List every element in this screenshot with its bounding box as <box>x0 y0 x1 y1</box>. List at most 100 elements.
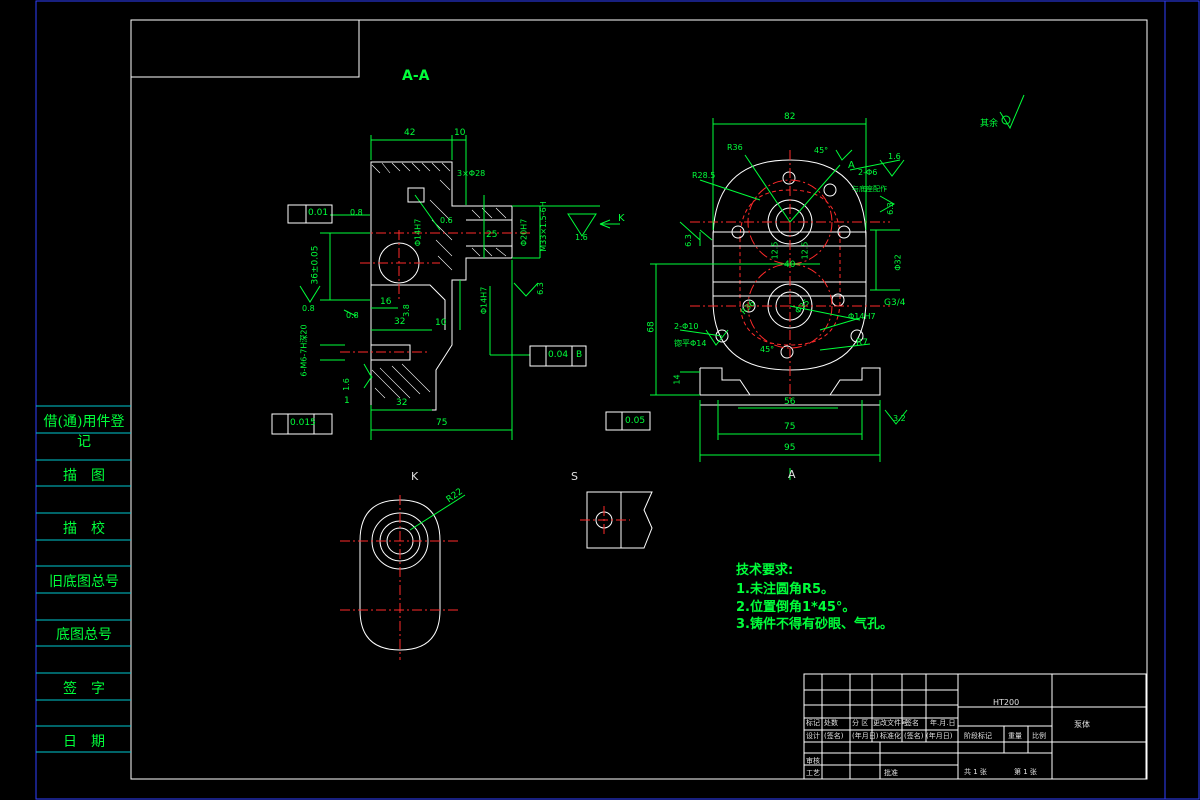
dim-56: 56 <box>784 397 796 407</box>
dim-75: 75 <box>436 418 448 428</box>
tb-standard: 标准化 <box>880 732 901 740</box>
tb-review: 审核 <box>806 757 820 765</box>
dim-10b: 10 <box>435 318 447 328</box>
dim-g3-4: G3/4 <box>884 298 906 308</box>
part-name: 泵体 <box>1074 720 1090 729</box>
dim-6-3a: 6.3 <box>885 202 895 215</box>
dim-14: 14 <box>672 374 682 385</box>
dim-32a: 32 <box>394 317 406 327</box>
note-match-drill: 与底座配作 <box>852 185 887 193</box>
tb-approve: 批准 <box>884 769 898 777</box>
view-a-label: A <box>788 468 796 481</box>
dim-32b: 32 <box>396 398 408 408</box>
dim-0-8b: 0.8 <box>302 304 315 313</box>
side-column <box>36 405 131 753</box>
tb-standard-date: (年月日) <box>926 732 953 740</box>
dim-45b: 45° <box>760 345 775 354</box>
dim-2-phi10: 2-Φ10 <box>674 322 699 331</box>
tb-design-date: (年月日) <box>852 732 879 740</box>
k-radius-leader <box>409 494 466 531</box>
view-s-label: S <box>571 470 578 483</box>
tb-stage: 阶段标记 <box>964 732 992 740</box>
dim-r36: R36 <box>727 143 743 152</box>
dim-12-5b: 12.5 <box>800 241 810 260</box>
tb-header-mark: 标记 <box>806 719 820 727</box>
gdt-frames <box>271 187 651 435</box>
dim-0-6: 0.6 <box>440 216 453 225</box>
dim-r28-5: R28.5 <box>692 171 716 180</box>
gdt-flatness: 0.01 <box>308 208 329 218</box>
tb-header-date: 年.月.日 <box>930 719 956 727</box>
gdt-parallel: 0.04 <box>548 350 569 360</box>
tb-sheets: 共 1 张 <box>964 768 987 776</box>
view-s-centerlines <box>580 506 630 534</box>
code-box <box>130 19 360 78</box>
dim-spotface: 锪平Φ14 <box>674 339 707 348</box>
sheet-border-blue <box>35 0 1200 800</box>
tech-req-title: 技术要求: <box>736 563 794 578</box>
gdt-perpendicular: 0.015 <box>290 418 316 428</box>
dim-75b: 75 <box>784 422 796 432</box>
gdt-cylindricity: 0.05 <box>625 416 646 426</box>
side-label-signature: 签 字 <box>63 681 105 697</box>
dim-1-6c: 1.6 <box>341 378 351 391</box>
dim-12-5a: 12.5 <box>770 241 780 260</box>
tb-weight: 重量 <box>1008 732 1022 740</box>
side-label-old-base-no: 旧底图总号 <box>49 574 119 590</box>
dim-68: 68 <box>646 321 657 333</box>
dim-bore-20: Φ20H7 <box>519 218 529 247</box>
tb-standard-sign: (签名) <box>904 732 924 740</box>
dim-6-3b: 6.3 <box>683 234 693 247</box>
tb-scale: 比例 <box>1032 732 1046 740</box>
title-block-lines <box>803 673 1147 780</box>
dim-45a: 45° <box>814 146 829 155</box>
dim-0-8c: 0.8 <box>346 311 359 320</box>
dim-1-6: 1.6 <box>888 152 901 161</box>
dim-bore-14b: Φ14H7 <box>479 286 489 315</box>
section-aa-label: A-A <box>402 68 430 84</box>
dim-phi32: Φ32 <box>893 254 903 271</box>
section-dimension-lines <box>320 135 600 440</box>
dim-0-8a: 0.8 <box>350 208 363 217</box>
view-k-label: K <box>411 470 419 483</box>
tb-sheet-no: 第 1 张 <box>1014 768 1037 776</box>
dim-2-phi6: 2-Φ6 <box>858 168 878 177</box>
gdt-datum-b: B <box>576 350 583 360</box>
roughness-symbols <box>299 94 1025 425</box>
view-k-centerlines <box>340 495 460 660</box>
tb-design-sign: (签名) <box>824 732 844 740</box>
dim-95: 95 <box>784 443 796 453</box>
side-label-borrowed: 借(通)用件登记 <box>43 414 125 450</box>
tech-req-item-3: 3.铸件不得有砂眼、气孔。 <box>736 617 893 632</box>
dim-phi14h7: Φ14H7 <box>848 312 876 321</box>
dim-40: 40 <box>784 260 796 270</box>
section-aa-view <box>370 161 513 411</box>
dim-thread: M33×1.5-6H <box>538 201 548 252</box>
side-label-trace-check: 描 校 <box>63 521 105 537</box>
side-label-trace: 描 图 <box>63 468 105 484</box>
dim-chamfer: 3×Φ28 <box>457 169 486 178</box>
tb-header-sign: 签名 <box>905 719 919 727</box>
a-arrow-label: A <box>848 160 855 171</box>
tb-header-change: 更改文件号 <box>873 719 908 727</box>
section-centerlines <box>340 230 530 353</box>
dim-bore-14: Φ14H7 <box>413 218 423 247</box>
side-label-base-no: 底图总号 <box>56 627 112 643</box>
tb-process: 工艺 <box>806 769 820 777</box>
section-arrows <box>599 219 791 480</box>
tb-design: 设计 <box>806 732 820 740</box>
tech-req-item-1: 1.未注圆角R5。 <box>736 582 835 597</box>
tb-header-zone: 分 区 <box>852 719 869 727</box>
dim-42: 42 <box>404 128 416 138</box>
dim-82: 82 <box>784 112 796 122</box>
dim-3-8: 3.8 <box>401 304 411 317</box>
material-label: HT200 <box>993 698 1020 707</box>
dim-1: 1 <box>344 396 350 406</box>
dim-10: 10 <box>454 128 466 138</box>
dim-r7: R7 <box>856 338 868 348</box>
k-arrow-label: K <box>618 213 625 224</box>
tech-req-item-2: 2.位置倒角1*45°。 <box>736 600 856 615</box>
dim-25: 25 <box>486 230 498 240</box>
section-hatching <box>371 162 507 399</box>
